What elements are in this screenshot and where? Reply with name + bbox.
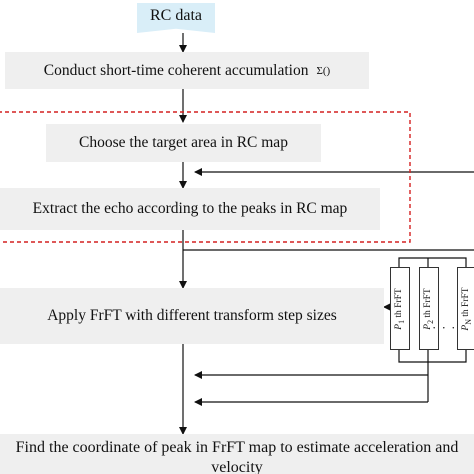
- start-label: RC data: [150, 7, 202, 24]
- frft-box-p2: P2 th FrFT: [419, 267, 439, 350]
- step3-label: Extract the echo according to the peaks …: [32, 200, 348, 217]
- dashed-loop-region: [0, 111, 411, 243]
- step-apply-frft: Apply FrFT with different transform step…: [0, 288, 384, 344]
- step1-label: Conduct short-time coherent accumulation: [43, 61, 309, 79]
- frft-box-pn: PN th FrFT: [457, 267, 474, 350]
- frft-bracket-top: [398, 257, 467, 267]
- start-rc-data: RC data: [137, 3, 215, 33]
- step4-label: Apply FrFT with different transform step…: [47, 307, 337, 324]
- frft-bracket-bottom: [398, 348, 467, 363]
- frft-p1-label: th FrFT: [394, 287, 405, 320]
- step-coherent-accumulation: Conduct short-time coherent accumulation…: [5, 52, 369, 89]
- frft-p1-symbol: P: [394, 323, 405, 330]
- frft-box-p1: P1 th FrFT: [390, 267, 410, 350]
- step-choose-target-area: Choose the target area in RC map: [46, 124, 321, 162]
- step-find-peak-coordinate: Find the coordinate of peak in FrFT map …: [0, 434, 474, 474]
- frft-p1-subscript: 1: [396, 319, 406, 324]
- step2-label: Choose the target area in RC map: [79, 134, 288, 151]
- step-extract-echo: Extract the echo according to the peaks …: [0, 188, 380, 230]
- sigma-symbol: Σ(): [316, 64, 331, 77]
- frft-pn-subscript: N: [463, 318, 473, 325]
- frft-ellipsis: · · ·: [432, 320, 457, 335]
- frft-pn-label: th FrFT: [461, 286, 472, 319]
- step5-label: Find the coordinate of peak in FrFT map …: [15, 439, 459, 474]
- frft-p2-label: th FrFT: [423, 287, 434, 320]
- frft-pn-symbol: P: [461, 324, 472, 331]
